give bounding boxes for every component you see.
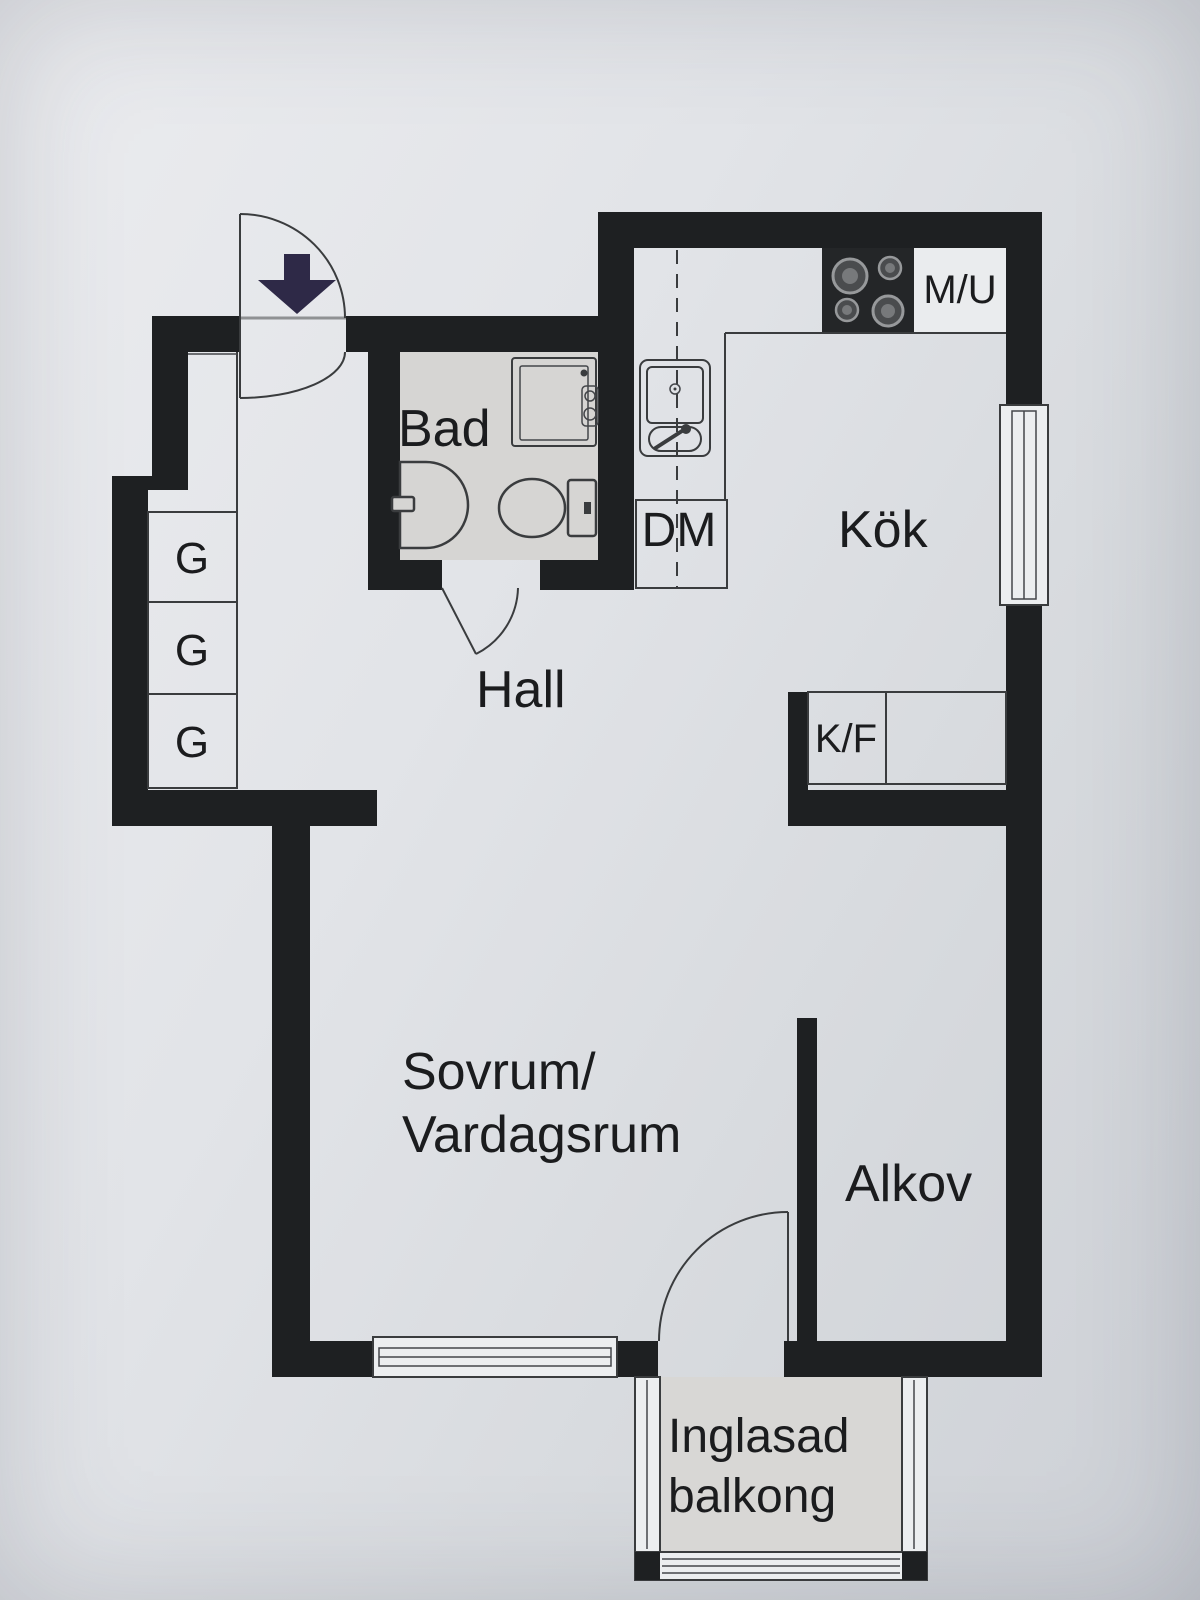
shower-icon: [511, 357, 599, 447]
balcony-corner-post: [902, 1552, 927, 1580]
room-label-sovrum-line2: Vardagsrum: [402, 1106, 681, 1164]
balcony-floor: [660, 1377, 902, 1552]
kitchen-window: [999, 404, 1049, 606]
kitchen: K/F M/U DM Kök: [635, 248, 1007, 785]
dishwasher-box: [635, 499, 728, 589]
wall-segment: [112, 476, 148, 826]
wall-segment: [368, 352, 400, 590]
kitchen-sink-icon: [639, 359, 711, 457]
bathroom-door-leaf: [441, 587, 477, 655]
room-label-alkov: Alkov: [845, 1155, 972, 1213]
bathroom: Bad: [390, 357, 599, 655]
room-labels: Sovrum/ Vardagsrum Alkov Inglasad balkon…: [402, 1043, 972, 1523]
wall-segment: [788, 790, 1042, 826]
fridge-freezer-box: [807, 691, 1007, 785]
balcony-corner-post: [635, 1552, 660, 1580]
fridge-freezer-label: K/F: [815, 717, 877, 761]
wall-segment: [598, 212, 634, 590]
wall-segment: [540, 560, 634, 590]
micro-oven-box: [914, 248, 1006, 333]
room-label-balkong-line1: Inglasad: [668, 1410, 849, 1463]
room-label-kok: Kök: [838, 501, 929, 559]
wall-segment: [272, 790, 310, 1377]
balcony-door-swing: [658, 1211, 789, 1342]
wall-segment: [152, 316, 188, 490]
wall-segment: [272, 1341, 373, 1377]
washbasin-icon: [390, 460, 470, 550]
stove-4-burner-icon: [822, 248, 914, 333]
balcony-glazing: [634, 1376, 928, 1581]
bedroom-window: [372, 1336, 618, 1378]
wall-segment: [617, 1341, 658, 1377]
balcony-door: [658, 1211, 789, 1342]
room-label-balkong-line2: balkong: [668, 1470, 836, 1523]
wardrobe-label: G: [175, 534, 209, 583]
entrance-door-swing-inner: [239, 351, 346, 399]
wardrobe-label: G: [175, 718, 209, 767]
wardrobe-box: [147, 693, 238, 789]
entrance: [239, 213, 346, 399]
wall-segment: [368, 560, 442, 590]
wall-segment: [797, 1018, 817, 1341]
micro-oven-label: M/U: [923, 268, 996, 312]
room-label-hall: Hall: [476, 661, 566, 719]
wall-segment: [112, 790, 377, 826]
room-label-sovrum-line1: Sovrum/: [402, 1043, 596, 1101]
walls: [112, 212, 1042, 1377]
entrance-door-swing-outer: [239, 213, 346, 319]
bathroom-door: [441, 587, 519, 655]
wardrobe-label: G: [175, 626, 209, 675]
wall-segment: [784, 1341, 1042, 1377]
bathroom-door-swing: [475, 587, 519, 655]
wall-segment: [346, 316, 634, 352]
wall-segment: [788, 692, 808, 790]
wall-segment: [598, 212, 1042, 248]
fridge-freezer-unit: K/F: [807, 691, 1007, 785]
dishwasher-label: DM: [642, 504, 717, 557]
entrance-arrow-icon: [258, 254, 336, 314]
wardrobes: G G G: [147, 511, 238, 789]
toilet-icon: [497, 477, 598, 539]
room-label-bad: Bad: [398, 400, 491, 458]
